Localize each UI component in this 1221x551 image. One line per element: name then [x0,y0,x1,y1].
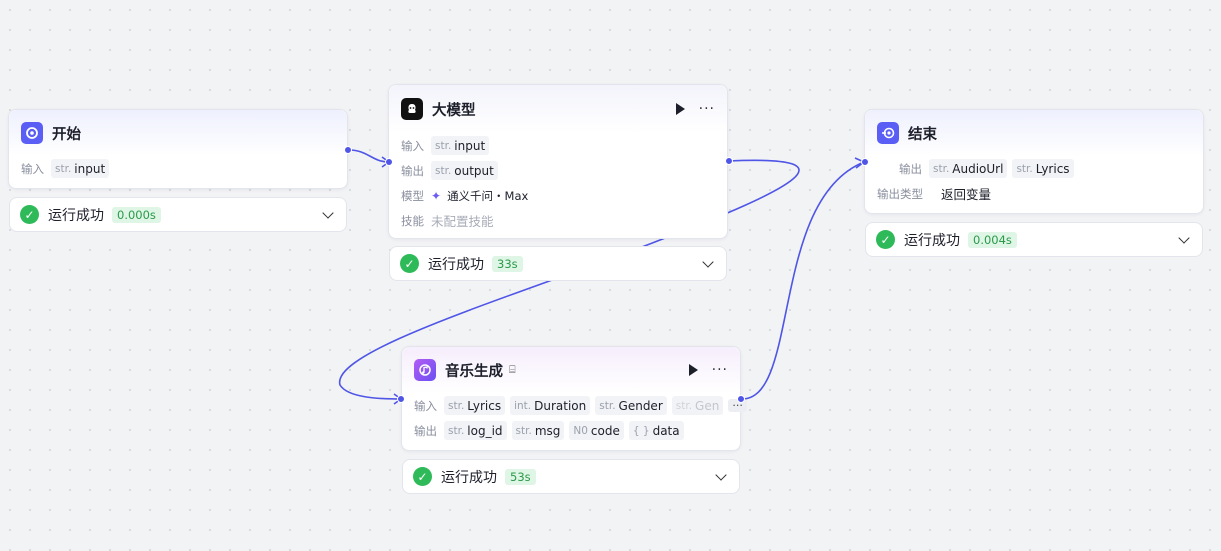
success-check-icon: ✓ [876,230,895,249]
success-check-icon: ✓ [400,254,419,273]
more-icon[interactable]: ··· [711,362,728,378]
music-input-row: 输入 str.Lyrics int.Duration str.Gender st… [402,393,747,418]
end-icon [877,122,899,144]
edge-start-to-llm[interactable] [348,149,390,163]
music-output-tag-data: { }data [628,421,684,440]
end-output-tag-audiourl: str.AudioUrl [929,159,1008,178]
end-output-type-value: 返回变量 [941,187,992,202]
success-check-icon: ✓ [413,467,432,486]
music-time-badge: 53s [505,468,536,485]
start-status-bar[interactable]: ✓ 运行成功 0.000s [9,197,347,232]
end-node-header: 结束 [865,110,1203,156]
chevron-down-icon[interactable] [322,206,334,219]
llm-node-header: 大模型 ··· [389,85,727,133]
start-input-row: 输入 str.input [9,156,347,181]
music-input-label: 输入 [414,398,437,413]
music-input-tag-duration: int.Duration [510,396,591,415]
music-header-actions: ··· [688,362,728,378]
music-output-label: 输出 [414,423,437,438]
music-input-tag-lyrics: str.Lyrics [444,396,506,415]
llm-header-actions: ··· [675,101,715,117]
end-status-bar[interactable]: ✓ 运行成功 0.004s [865,222,1203,257]
llm-skill-label: 技能 [401,213,424,228]
llm-input-row: 输入 str.input [389,133,727,158]
llm-model-name: 通义千问・Max [447,188,529,203]
llm-node-title: 大模型 [432,102,476,119]
start-time-badge: 0.000s [112,206,161,223]
music-status-text: 运行成功 [441,469,497,486]
success-check-icon: ✓ [20,205,39,224]
llm-input-label: 输入 [401,138,424,153]
end-output-label: 输出 [899,161,922,176]
music-output-tag-msg: str.msg [511,421,565,440]
qwen-model-icon: ✦ [431,188,442,203]
start-icon [21,122,43,144]
play-icon[interactable] [688,364,698,376]
start-output-port[interactable] [344,146,352,154]
llm-model-label: 模型 [401,188,424,203]
chevron-down-icon[interactable] [715,468,727,481]
start-node[interactable]: 开始 输入 str.input [8,109,348,189]
llm-output-port[interactable] [725,157,733,165]
llm-status-bar[interactable]: ✓ 运行成功 33s [389,246,727,281]
llm-output-row: 输出 str.output [389,158,727,183]
end-node-title: 结束 [908,126,937,143]
end-status-text: 运行成功 [904,232,960,249]
end-output-type-label: 输出类型 [877,186,923,201]
llm-skill-row: 技能 未配置技能 [389,208,727,233]
chevron-down-icon[interactable] [702,255,714,268]
llm-icon [401,98,423,120]
llm-input-tag: str.input [431,136,490,155]
llm-input-port[interactable] [385,158,393,166]
music-output-port[interactable] [737,395,745,403]
llm-status-text: 运行成功 [428,256,484,273]
music-icon [414,359,436,381]
llm-time-badge: 33s [492,255,523,272]
music-output-tag-log-id: str.log_id [444,421,507,440]
music-node-header: 音乐生成 ⌸ ··· [402,347,740,393]
music-input-port[interactable] [397,395,405,403]
end-output-type-row: 输出类型 返回变量 [865,181,1203,206]
start-status-text: 运行成功 [48,207,104,224]
end-output-row: 输出 str.AudioUrl str.Lyrics [865,156,1203,181]
plugin-badge-icon: ⌸ [509,363,516,376]
end-node[interactable]: 结束 输出 str.AudioUrl str.Lyrics 输出类型 返回变量 [864,109,1204,214]
start-input-label: 输入 [21,161,44,176]
edge-music-to-end[interactable] [741,161,865,400]
end-output-tag-lyrics: str.Lyrics [1012,159,1074,178]
start-node-title: 开始 [52,126,81,143]
llm-output-label: 输出 [401,163,424,178]
start-input-tag: str.input [51,159,110,178]
llm-output-tag: str.output [431,161,498,180]
llm-skill-value: 未配置技能 [431,214,494,229]
llm-model-row: 模型 ✦ 通义千问・Max [389,183,727,208]
music-input-tag-gender: str.Gender [595,396,667,415]
start-node-header: 开始 [9,110,347,156]
llm-node[interactable]: 大模型 ··· 输入 str.input 输出 str.output 模型 ✦ … [388,84,728,239]
end-input-port[interactable] [861,158,869,166]
music-node[interactable]: 音乐生成 ⌸ ··· 输入 str.Lyrics int.Duration st… [401,346,747,451]
music-status-bar[interactable]: ✓ 运行成功 53s [402,459,740,494]
more-icon[interactable]: ··· [698,101,715,117]
play-icon[interactable] [675,103,685,115]
music-node-title: 音乐生成 [445,363,503,380]
end-time-badge: 0.004s [968,231,1017,248]
music-input-tag-gen: str.Gen [671,396,724,415]
chevron-down-icon[interactable] [1178,231,1190,244]
